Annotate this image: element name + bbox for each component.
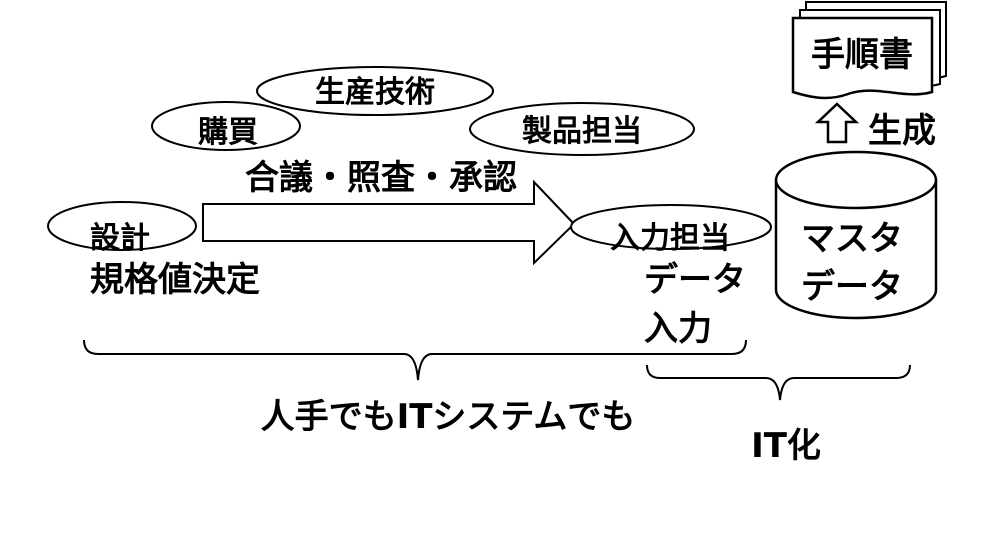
generate-label: 生成 [868,111,936,151]
node-design-label: 設計 [90,221,150,256]
master-data-label-line1: マスタ [801,219,903,259]
brace-it-ization [646,364,911,401]
process-arrow [202,179,576,266]
node-product-manager-label: 製品担当 [522,114,642,149]
node-input-staff: 入力担当 [570,204,772,256]
master-data-cylinder: マスタ データ [774,150,938,320]
node-production-engineering: 生産技術 [256,66,494,116]
procedure-manual-label: 手順書 [811,35,913,75]
node-production-engineering-label: 生産技術 [315,75,435,110]
data-input-label-line2: 入力 [644,309,712,349]
consult-review-approve-label: 合議・照査・承認 [245,158,517,198]
node-purchasing-label: 購買 [198,115,258,150]
brace-manual-or-it [83,339,747,381]
node-design: 設計 [47,201,197,256]
procedure-manual-document: 手順書 [791,1,947,100]
master-data-label-line2: データ [801,267,903,307]
manual-or-it-label: 人手でもITシステムでも [261,397,636,437]
node-purchasing: 購買 [151,101,301,151]
node-product-manager: 製品担当 [469,102,695,156]
generate-arrow [814,102,860,144]
spec-decision-label: 規格値決定 [90,260,260,300]
node-input-staff-label: 入力担当 [610,221,730,256]
it-ization-label: IT化 [751,426,821,466]
data-input-label-line1: データ [644,260,746,300]
